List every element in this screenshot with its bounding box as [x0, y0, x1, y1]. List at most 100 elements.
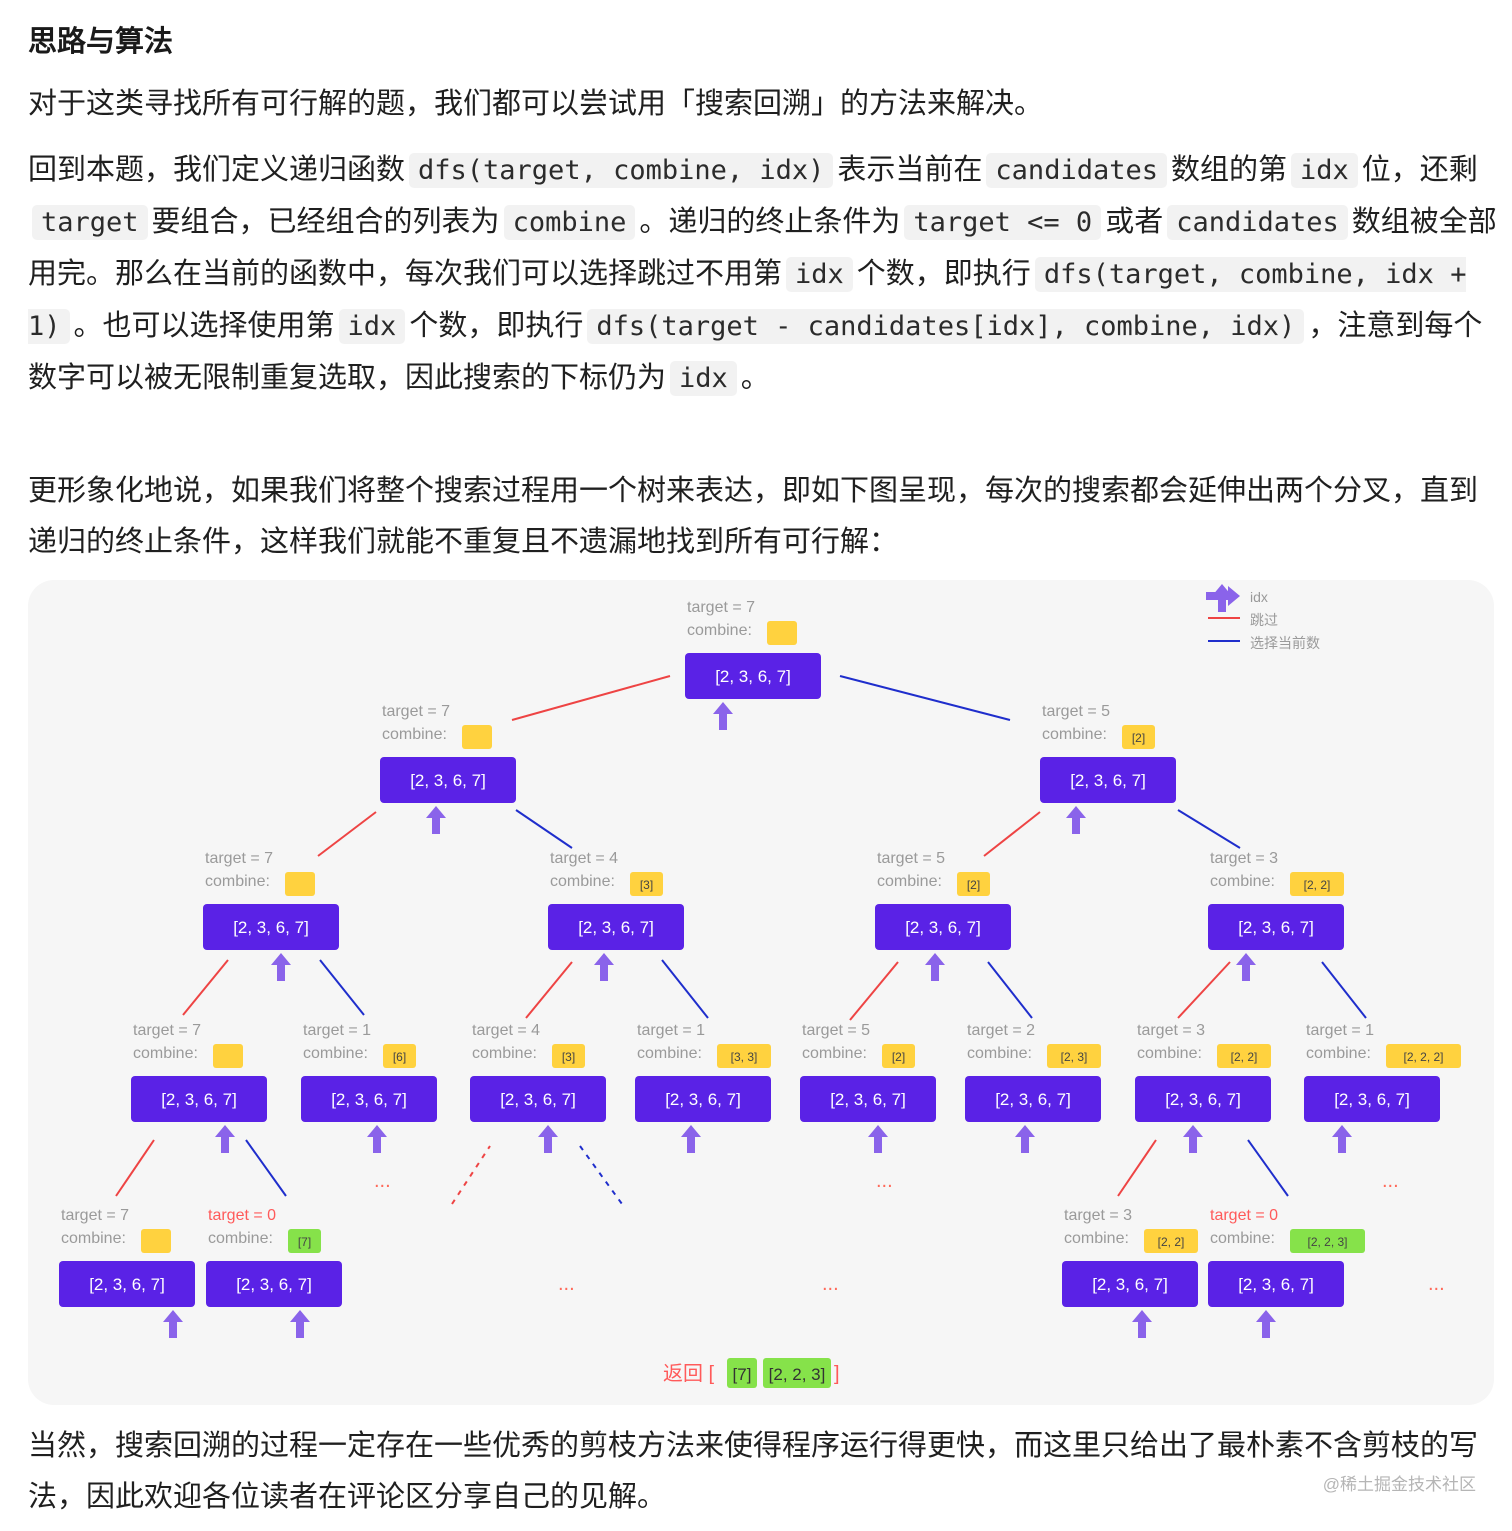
idx-arrow-icon: [290, 1310, 310, 1338]
legend-skip-label: 跳过: [1250, 612, 1278, 628]
watermark: @稀土掘金技术社区: [1322, 1475, 1476, 1494]
choose-edge: [1247, 1139, 1289, 1197]
tree-node: [1208, 904, 1344, 950]
tree-node-label: [2, 3, 6, 7]: [1238, 1275, 1314, 1294]
choose-edge: [515, 809, 573, 849]
skip-edge: [849, 961, 899, 1021]
node-target-label: target = 7: [61, 1207, 129, 1224]
combine-tag: [1290, 1229, 1365, 1253]
choose-edge: [1177, 809, 1241, 849]
tree-node-label: [2, 3, 6, 7]: [1165, 1090, 1241, 1109]
node-combine-label: combine:: [61, 1230, 126, 1247]
node-combine-label: combine:: [877, 873, 942, 890]
node-combine-label: combine:: [1042, 726, 1107, 743]
node-combine-label: combine:: [687, 622, 752, 639]
skip-edge: [182, 959, 229, 1016]
choose-edge: [987, 961, 1033, 1019]
combine-tag: [552, 1044, 585, 1068]
node-combine-label: combine:: [382, 726, 447, 743]
legend-choose-label: 选择当前数: [1250, 635, 1320, 651]
combine-tag-text: [2]: [892, 1050, 905, 1064]
tree-node: [1304, 1076, 1440, 1122]
tree-node: [301, 1076, 437, 1122]
node-target-label: target = 0: [208, 1207, 276, 1224]
node-combine-label: combine:: [1210, 873, 1275, 890]
tree-node: [1062, 1261, 1198, 1307]
tree-node-label: [2, 3, 6, 7]: [995, 1090, 1071, 1109]
idx-arrow-icon: [1132, 1310, 1152, 1338]
idx-arrow-icon: [1256, 1310, 1276, 1338]
combine-tag: [213, 1044, 243, 1068]
combine-tag-text: [2, 2]: [1231, 1050, 1258, 1064]
result-tag-text: [2, 2, 3]: [769, 1365, 826, 1384]
tree-node-label: [2, 3, 6, 7]: [715, 667, 791, 686]
tree-node: [875, 904, 1011, 950]
node-target-label: target = 1: [303, 1022, 371, 1039]
ellipsis-text: ...: [558, 1273, 575, 1295]
idx-arrow-icon: [868, 1125, 888, 1153]
skip-edge: [1117, 1139, 1157, 1197]
node-combine-label: combine:: [967, 1045, 1032, 1062]
node-target-label: target = 5: [1042, 703, 1110, 720]
tree-node-label: [2, 3, 6, 7]: [1070, 771, 1146, 790]
skip-edge: [1177, 961, 1231, 1019]
combine-tag: [288, 1229, 321, 1253]
code-idx: idx: [670, 361, 737, 396]
tree-node: [685, 653, 821, 699]
combine-tag: [767, 621, 797, 645]
legend-idx-label: idx: [1250, 589, 1268, 605]
idx-arrow-icon: [1015, 1125, 1035, 1153]
combine-tag: [717, 1044, 771, 1068]
node-combine-label: combine:: [1064, 1230, 1129, 1247]
idx-arrow-icon: [367, 1125, 387, 1153]
skip-edge: [317, 811, 377, 857]
code-idx: idx: [786, 257, 853, 292]
tree-node: [635, 1076, 771, 1122]
tree-node-label: [2, 3, 6, 7]: [410, 771, 486, 790]
node-target-label: target = 1: [637, 1022, 705, 1039]
node-target-label: target = 4: [550, 850, 618, 867]
choose-edge: [579, 1145, 623, 1205]
code-dfs-choose: dfs(target - candidates[idx], combine, i…: [587, 309, 1305, 344]
node-target-label: target = 3: [1210, 850, 1278, 867]
legend-arrow-icon: [1206, 586, 1240, 606]
node-combine-label: combine:: [1210, 1230, 1275, 1247]
tree-node: [548, 904, 684, 950]
result-suffix: ]: [834, 1363, 840, 1385]
choose-edge: [245, 1139, 287, 1197]
code-idx: idx: [1291, 153, 1358, 188]
combine-tag-text: [3, 3]: [731, 1050, 758, 1064]
choose-edge: [319, 959, 365, 1016]
node-combine-label: combine:: [472, 1045, 537, 1062]
skip-edge: [983, 811, 1041, 857]
combine-tag-text: [2, 2]: [1158, 1235, 1185, 1249]
node-target-label: target = 3: [1064, 1207, 1132, 1224]
combine-tag-text: [2]: [1132, 731, 1145, 745]
idx-arrow-icon: [163, 1310, 183, 1338]
node-combine-label: combine:: [637, 1045, 702, 1062]
combine-tag-text: [2, 2, 3]: [1307, 1235, 1347, 1249]
code-candidates: candidates: [1167, 205, 1348, 240]
combine-tag-text: [2]: [967, 878, 980, 892]
node-combine-label: combine:: [802, 1045, 867, 1062]
tree-node-label: [2, 3, 6, 7]: [331, 1090, 407, 1109]
tree-node: [59, 1261, 195, 1307]
node-target-label: target = 0: [1210, 1207, 1278, 1224]
tree-node-label: [2, 3, 6, 7]: [830, 1090, 906, 1109]
ellipsis-text: ...: [822, 1273, 839, 1295]
section-heading: 思路与算法: [28, 24, 174, 58]
combine-tag: [1386, 1044, 1461, 1068]
combine-tag: [141, 1229, 171, 1253]
tree-node-label: [2, 3, 6, 7]: [500, 1090, 576, 1109]
combine-tag: [1122, 725, 1155, 749]
ellipsis-text: ...: [374, 1170, 391, 1192]
tree-node-label: [2, 3, 6, 7]: [236, 1275, 312, 1294]
node-target-label: target = 2: [967, 1022, 1035, 1039]
tree-node-label: [2, 3, 6, 7]: [578, 918, 654, 937]
node-combine-label: combine:: [1306, 1045, 1371, 1062]
tree-node: [206, 1261, 342, 1307]
tree-node-label: [2, 3, 6, 7]: [1092, 1275, 1168, 1294]
